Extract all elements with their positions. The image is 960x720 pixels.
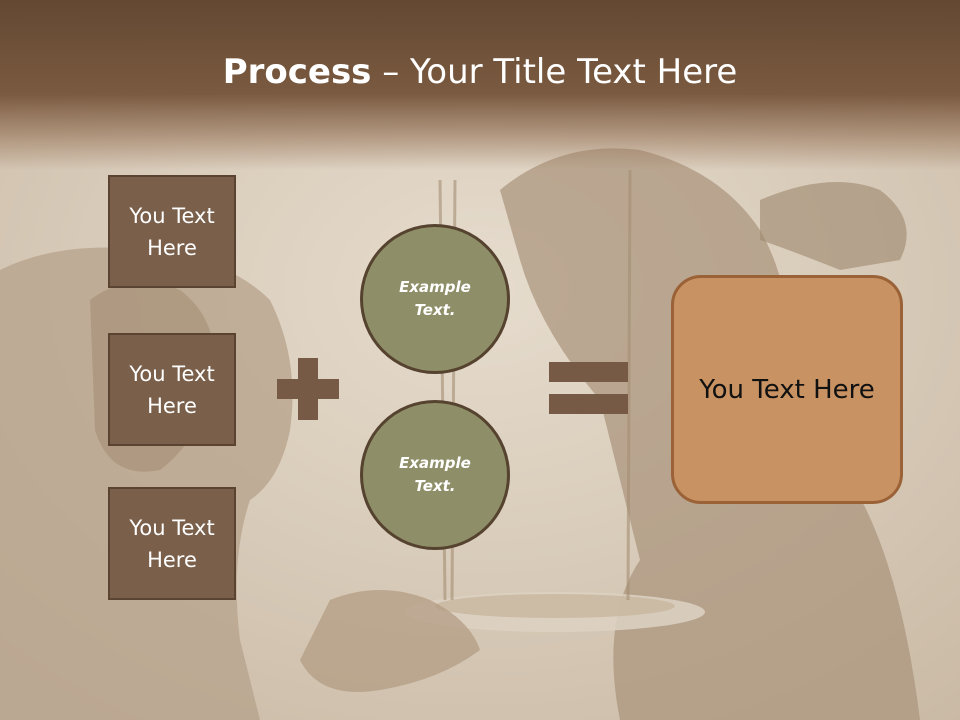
circle-1-text: Example Text. bbox=[399, 278, 471, 319]
equals-icon bbox=[549, 362, 628, 414]
result-box[interactable]: You Text Here bbox=[671, 275, 903, 504]
left-box-1[interactable]: You Text Here bbox=[108, 175, 236, 288]
left-box-3[interactable]: You Text Here bbox=[108, 487, 236, 600]
left-box-2[interactable]: You Text Here bbox=[108, 333, 236, 446]
circle-1[interactable]: Example Text. bbox=[360, 224, 510, 374]
title-rest: – Your Title Text Here bbox=[371, 52, 738, 92]
title-bold: Process bbox=[222, 52, 372, 92]
left-box-2-text: You Text Here bbox=[129, 361, 215, 418]
circle-2[interactable]: Example Text. bbox=[360, 400, 510, 550]
title-band bbox=[0, 0, 960, 170]
plus-icon bbox=[277, 358, 339, 420]
left-box-1-text: You Text Here bbox=[129, 203, 215, 260]
result-text: You Text Here bbox=[699, 374, 875, 405]
circle-2-text: Example Text. bbox=[399, 454, 471, 495]
left-box-3-text: You Text Here bbox=[129, 515, 215, 572]
slide-title[interactable]: Process – Your Title Text Here bbox=[0, 52, 960, 92]
